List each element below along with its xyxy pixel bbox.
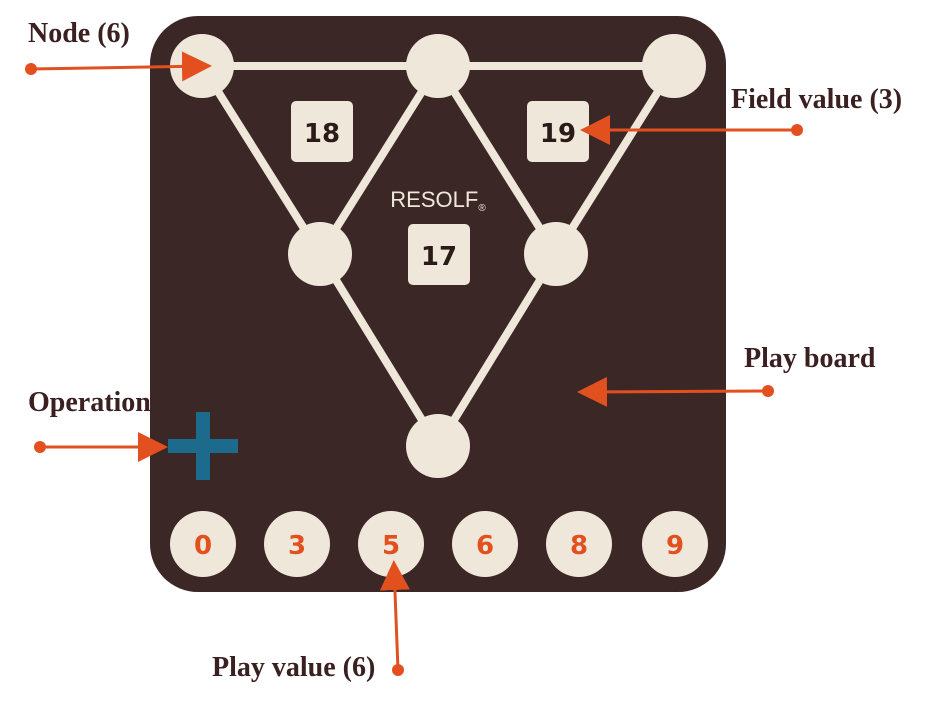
- play-value: 3: [288, 531, 306, 561]
- edge: [198, 62, 324, 258]
- brand-logo: RESOLF®: [390, 187, 486, 214]
- edge: [552, 62, 678, 258]
- play-board-label: Play board: [744, 343, 876, 374]
- play-value-token[interactable]: [170, 511, 236, 577]
- field-value: 19: [540, 119, 576, 149]
- annotation-labels: Node (6) Field value (3) Play board Oper…: [28, 18, 902, 683]
- field-value: 17: [421, 242, 457, 272]
- field-value-label: Field value (3): [731, 84, 902, 115]
- play-value: 9: [666, 531, 684, 561]
- play-value: 0: [194, 531, 212, 561]
- play-value-arrow: [379, 560, 410, 671]
- play-board-arrow: [577, 376, 769, 407]
- nodes: [170, 34, 706, 478]
- edge: [434, 62, 560, 258]
- node-label: Node (6): [28, 18, 130, 49]
- node[interactable]: [642, 34, 706, 98]
- play-value: 6: [476, 531, 494, 561]
- field-tile: [527, 101, 589, 162]
- play-board: [150, 16, 726, 592]
- node[interactable]: [406, 414, 470, 478]
- field-value-tiles: 18 19 17: [291, 101, 589, 285]
- play-value-token[interactable]: [546, 511, 612, 577]
- play-value-token[interactable]: [264, 511, 330, 577]
- node[interactable]: [288, 222, 352, 286]
- edge: [316, 250, 442, 450]
- edge: [434, 250, 560, 450]
- plus-icon-horizontal: [168, 439, 238, 453]
- field-tile: [291, 101, 353, 162]
- play-value-label: Play value (6): [212, 652, 375, 683]
- play-values: 0 3 5 6 8 9: [170, 511, 708, 577]
- operation-label: Operation: [28, 387, 151, 418]
- brand-name: RESOLF: [390, 187, 478, 212]
- node[interactable]: [406, 34, 470, 98]
- play-value-token[interactable]: [452, 511, 518, 577]
- node-arrow: [30, 51, 212, 82]
- edge: [316, 62, 442, 258]
- play-value: 5: [382, 531, 400, 561]
- field-value: 18: [304, 119, 340, 149]
- play-value-token[interactable]: [642, 511, 708, 577]
- node[interactable]: [524, 222, 588, 286]
- annotation-arrows: [25, 51, 803, 676]
- field-tile: [408, 224, 470, 285]
- plus-icon[interactable]: [168, 412, 238, 480]
- play-value: 8: [570, 531, 588, 561]
- node-edges: [198, 62, 678, 450]
- brand-mark: ®: [478, 203, 486, 214]
